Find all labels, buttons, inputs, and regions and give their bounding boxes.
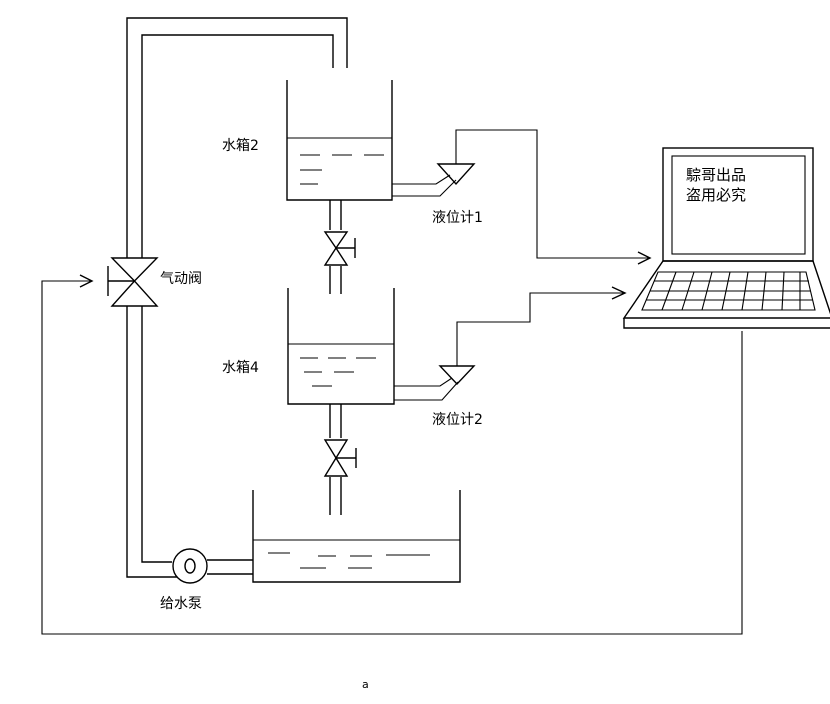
tank-2 [286, 80, 393, 201]
tank-4-outlet [323, 404, 357, 515]
pneumatic-valve [107, 257, 159, 307]
tank-2-side-pipe [392, 174, 457, 197]
level-meter-1 [436, 129, 652, 265]
level-meter-1-label: 液位计1 [432, 210, 483, 226]
feed-pump-label: 给水泵 [160, 596, 202, 612]
figure-caption: a [362, 678, 369, 691]
tank-2-label: 水箱2 [222, 138, 259, 154]
level-meter-2 [438, 286, 627, 386]
control-signal-line [41, 274, 743, 635]
laptop: 騌哥出品 盗用必究 [622, 147, 830, 329]
reservoir [252, 490, 461, 583]
tank-4 [287, 288, 395, 405]
feed-pump [172, 548, 253, 584]
tank-4-label: 水箱4 [222, 360, 259, 376]
supply-pipe-bottom [126, 306, 177, 578]
supply-pipe-top [126, 17, 348, 258]
laptop-screen-line-2: 盗用必究 [686, 186, 746, 204]
laptop-keyboard-grid [646, 271, 813, 311]
laptop-screen-line-1: 騌哥出品 [686, 166, 746, 184]
pneumatic-valve-label: 气动阀 [160, 271, 202, 287]
level-meter-2-label: 液位计2 [432, 412, 483, 428]
tank-2-outlet [323, 200, 356, 294]
tank-4-side-pipe [394, 377, 459, 401]
